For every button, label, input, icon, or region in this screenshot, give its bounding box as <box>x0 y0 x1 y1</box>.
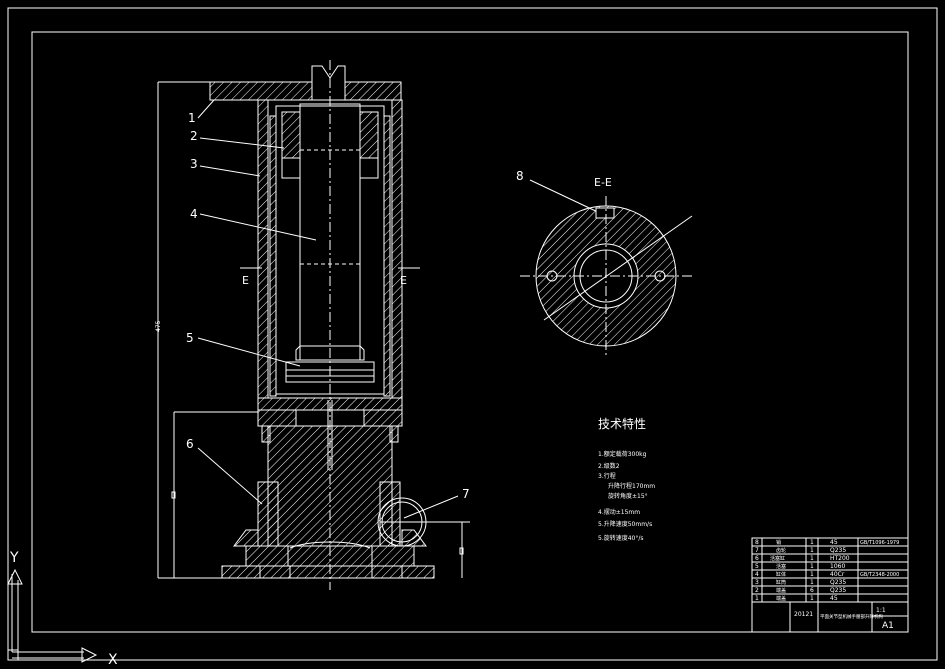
row-no: 1 <box>755 595 759 602</box>
spec-line: 1.额定载荷300kg <box>598 450 647 458</box>
row-qty: 1 <box>810 579 814 586</box>
sheet-size: A1 <box>882 621 894 631</box>
tech-spec: 技术特性 1.额定载荷300kg 2.级数2 3.行程 升降行程170mm 旋转… <box>598 416 655 542</box>
spec-line: 5.旋转速度40°/s <box>598 534 644 542</box>
row-material: 45 <box>830 539 838 546</box>
x-axis-label: X <box>108 652 118 668</box>
row-material: Q235 <box>830 587 846 594</box>
section-title: E-E <box>594 176 612 189</box>
spec-line: 旋转角度±15° <box>608 492 648 500</box>
row-qty: 1 <box>810 571 814 578</box>
callout-7: 7 <box>462 487 470 501</box>
row-no: 3 <box>755 579 759 586</box>
spec-line: 3.行程 <box>598 472 616 480</box>
spec-line: 升降行程170mm <box>608 482 655 490</box>
row-qty: 1 <box>810 547 814 554</box>
row-name: 端盖 <box>776 587 786 594</box>
cut-mark-right: E <box>400 274 407 287</box>
spec-line: 4.摆动±15mm <box>598 508 640 516</box>
title-block: 8 销 1 45 GB/T1096-1979 7 齿轮 1 Q235 6 活塞缸… <box>751 537 909 633</box>
cylinder-assembly <box>209 60 470 590</box>
row-name: 活塞缸 <box>770 555 785 562</box>
row-qty: 6 <box>810 587 814 594</box>
sheet-outer-border <box>7 7 938 661</box>
callout-3: 3 <box>190 157 198 171</box>
row-material: HT200 <box>830 555 850 562</box>
drawing-title: 平面关节型机械手腰部升降机构 <box>820 613 883 620</box>
row-no: 5 <box>755 563 759 570</box>
row-qty: 1 <box>810 563 814 570</box>
row-qty: 1 <box>810 595 814 602</box>
callout-2: 2 <box>190 129 198 143</box>
section-cut-marks: E E <box>240 267 420 287</box>
row-name: 缸体 <box>776 571 786 578</box>
row-no: 8 <box>755 539 759 546</box>
row-material: Q235 <box>830 579 846 586</box>
row-standard: GB/T1096-1979 <box>860 540 899 546</box>
row-name: 缸筒 <box>776 579 786 586</box>
row-no: 6 <box>755 555 759 562</box>
title-block-year: 20121 <box>794 611 813 618</box>
row-name: 活塞 <box>776 563 786 570</box>
callout-8: 8 <box>516 169 524 183</box>
ucs-axis-icon: Y X <box>7 550 118 668</box>
row-no: 7 <box>755 547 759 554</box>
row-name: 端盖 <box>776 595 786 602</box>
spec-line: 2.级数2 <box>598 462 620 470</box>
row-qty: 1 <box>810 555 814 562</box>
callout-6: 6 <box>186 437 194 451</box>
row-qty: 1 <box>810 539 814 546</box>
callout-4: 4 <box>190 207 198 221</box>
row-material: 45 <box>830 595 838 602</box>
row-material: Q235 <box>830 547 846 554</box>
section-view-e-e: E-E <box>520 176 693 356</box>
tech-spec-title: 技术特性 <box>598 416 646 431</box>
row-no: 2 <box>755 587 759 594</box>
dimension-lines: 475 <box>155 81 464 579</box>
row-name: 齿轮 <box>776 547 786 554</box>
row-name: 销 <box>776 539 781 546</box>
row-material: 1060 <box>830 563 845 570</box>
spec-line: 5.升降速度50mm/s <box>598 520 652 528</box>
sheet-inner-border <box>31 31 909 633</box>
drawing-scale: 1:1 <box>876 607 886 614</box>
callout-1: 1 <box>188 111 196 125</box>
overall-height-dim: 475 <box>155 320 162 332</box>
row-no: 4 <box>755 571 759 578</box>
callout-5: 5 <box>186 331 194 345</box>
y-axis-label: Y <box>9 550 19 566</box>
row-material: 40Cr <box>830 571 845 578</box>
cut-mark-left: E <box>242 274 249 287</box>
row-standard: GB/T2348-2000 <box>860 572 899 578</box>
